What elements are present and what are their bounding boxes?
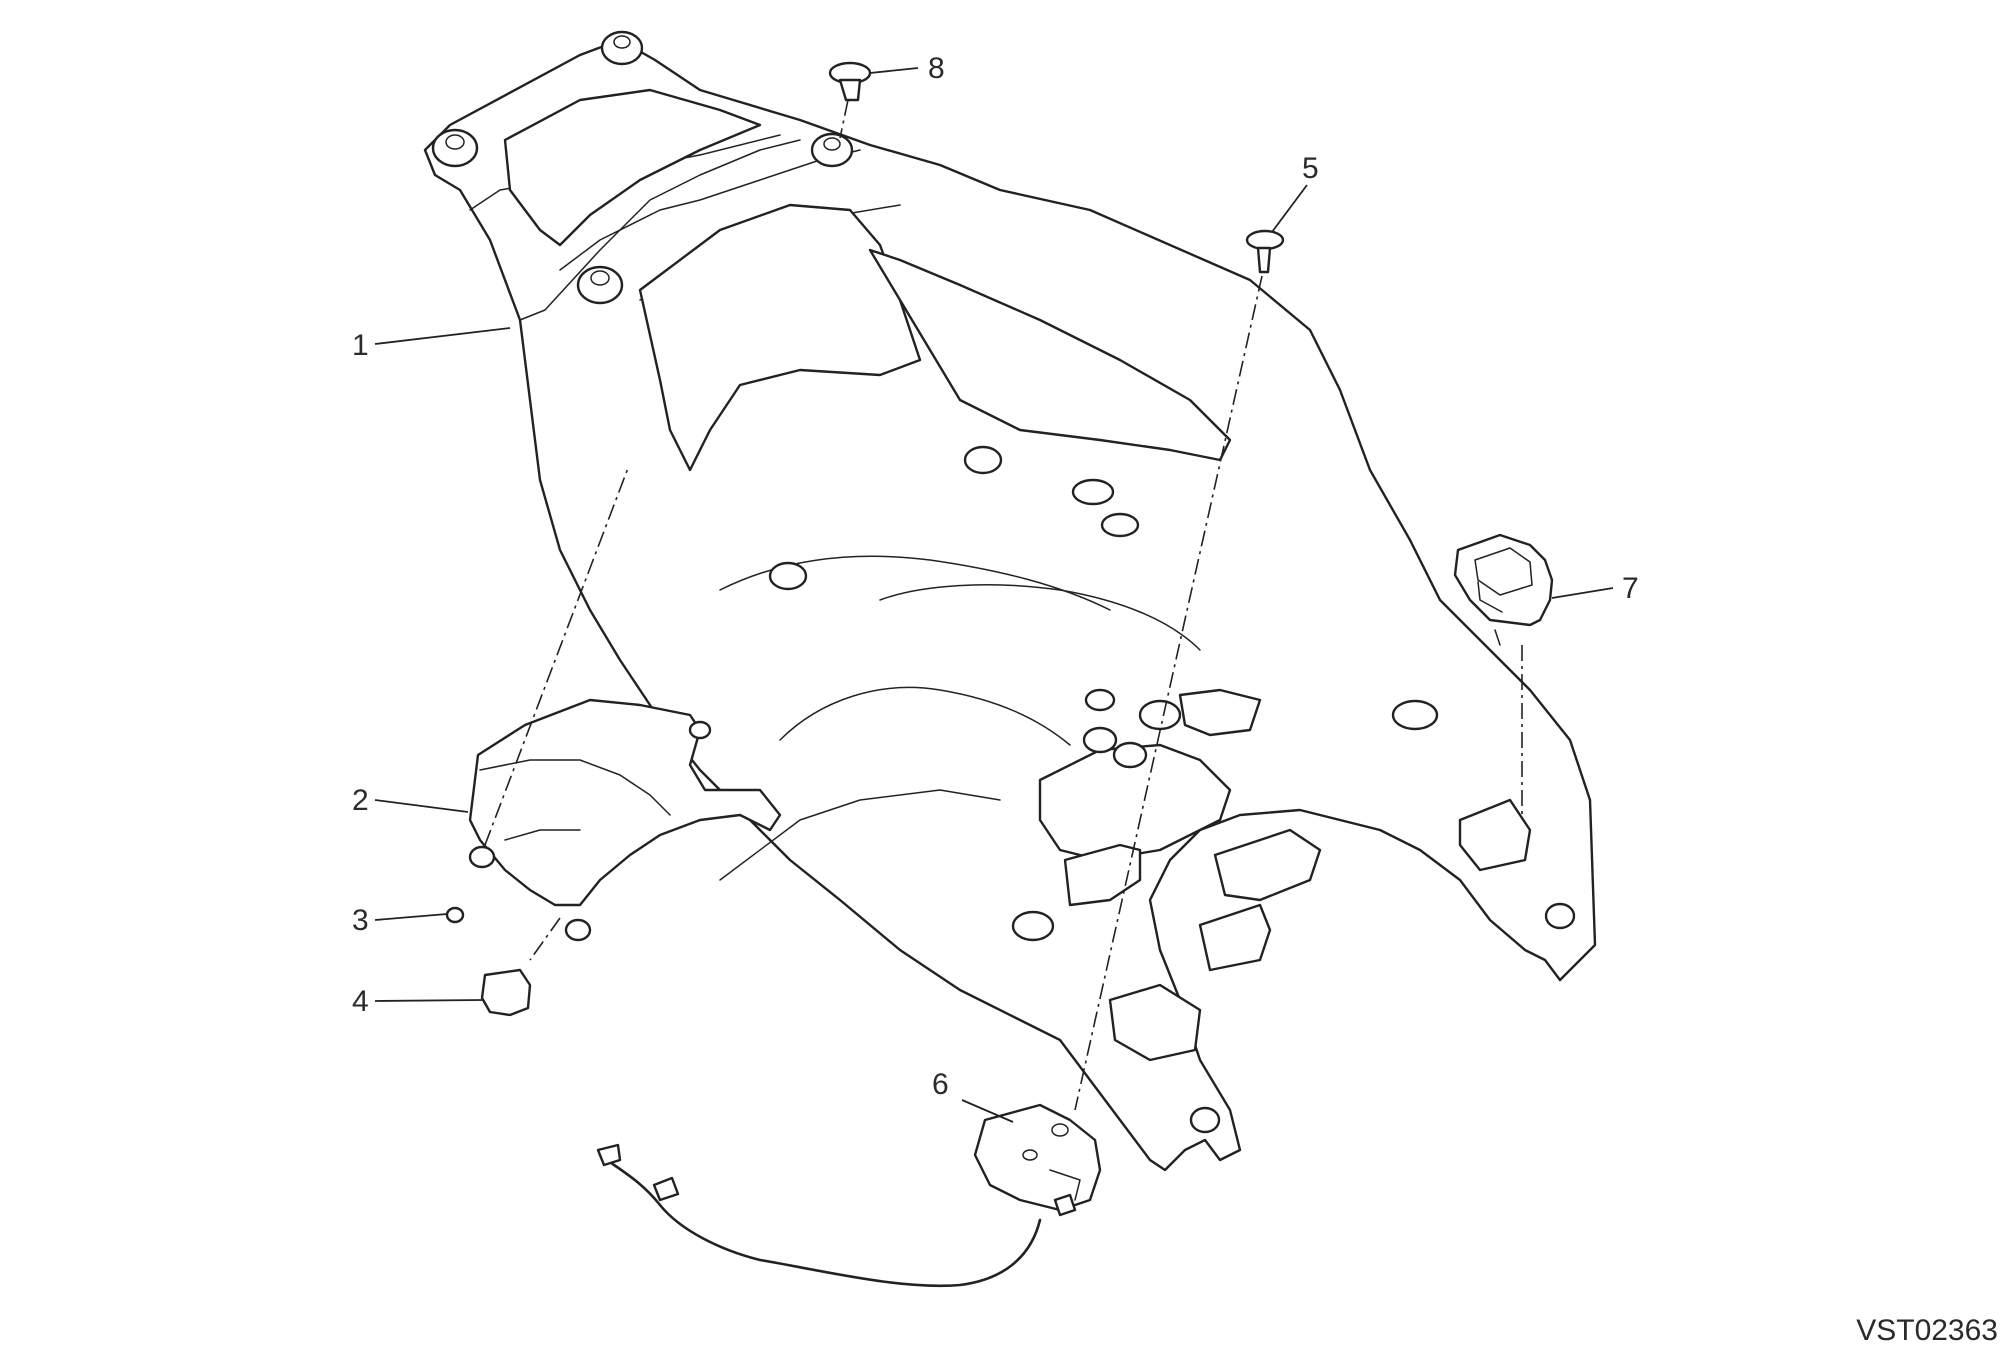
undertray-cover [468, 698, 782, 942]
assembly-guide-lines [484, 99, 1523, 1111]
rear-subframe [423, 30, 1597, 1172]
rubber-block [480, 968, 532, 1017]
flange-screw [1245, 229, 1285, 274]
callout-5-label: 5 [1302, 152, 1319, 185]
push-clip [828, 61, 872, 102]
callout-7-label: 7 [1622, 572, 1639, 605]
seat-lock [596, 1103, 1102, 1288]
callout-2-label: 2 [352, 784, 369, 817]
rubber-pad [1453, 533, 1554, 646]
callout-8-label: 8 [928, 52, 945, 85]
callout-leaders [374, 67, 1614, 1123]
callout-1-label: 1 [352, 329, 369, 362]
drawing-code: VST02363 [1856, 1314, 1998, 1347]
callout-4-label: 4 [352, 985, 369, 1018]
callout-3-label: 3 [352, 904, 369, 937]
screw [445, 906, 465, 924]
callout-6-label: 6 [932, 1068, 949, 1101]
